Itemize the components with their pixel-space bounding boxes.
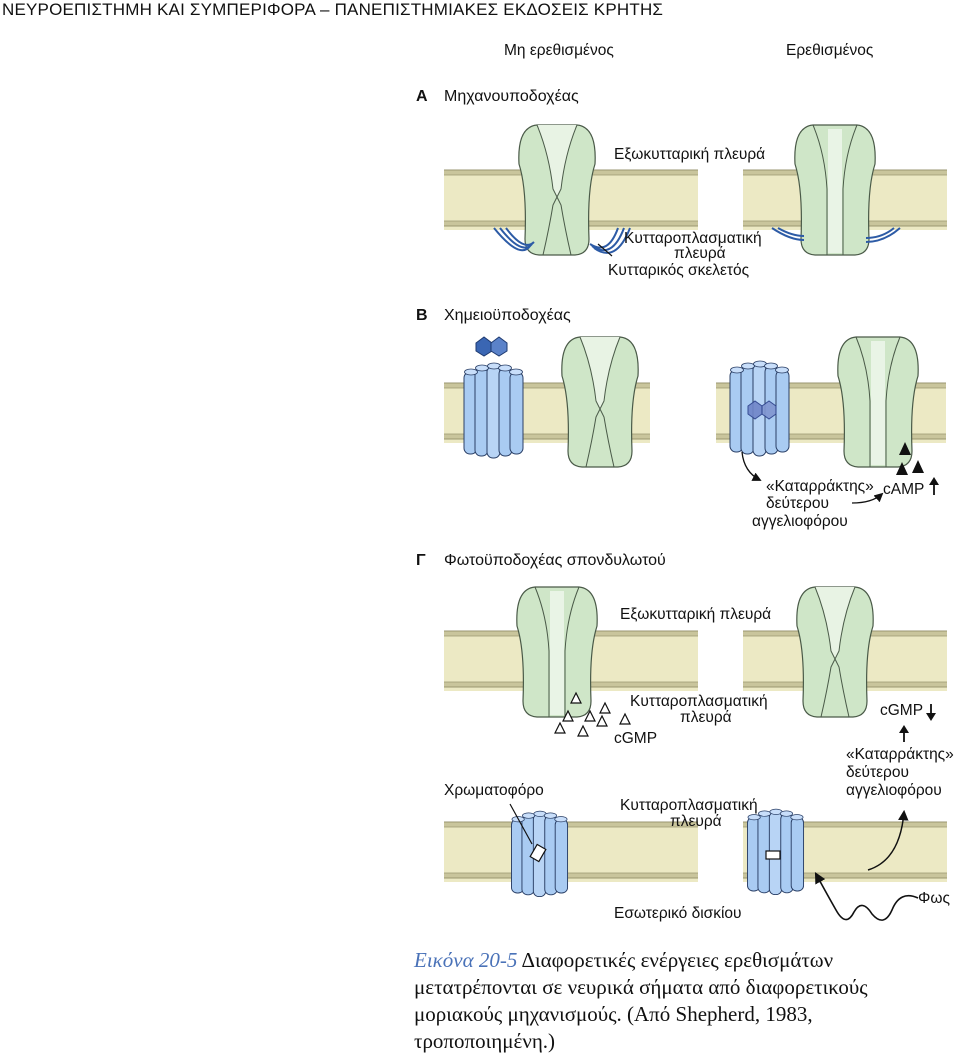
label-cytoplasmic-a-2: πλευρά [674, 245, 726, 262]
channel-closed-a [518, 124, 596, 256]
chromophore-straight [765, 850, 781, 860]
arrow-b-to-camp [851, 492, 884, 504]
label-cascade-b-1: «Καταρράκτης» [766, 478, 874, 495]
section-c-letter: Γ [416, 552, 426, 569]
label-disk-cytoplasmic-1: Κυτταροπλασματική [620, 797, 758, 814]
label-cascade-b-3: αγγελιοφόρου [752, 513, 848, 530]
odorant-molecule [475, 336, 508, 357]
cytoskeleton-fibers-a [493, 227, 901, 254]
cascade-up-arrow-c [899, 725, 909, 742]
chemoreceptor-left [463, 362, 524, 459]
label-chromophore: Χρωματοφόρο [444, 782, 544, 799]
label-cytoplasmic-c-1: Κυτταροπλασματική [630, 693, 768, 710]
channel-closed-b [561, 336, 639, 468]
bound-odorant [747, 400, 777, 420]
camp-up-arrow [929, 477, 939, 495]
figure-caption: Εικόνα 20-5 Διαφορετικές ενέργειες ερεθι… [414, 947, 934, 1055]
label-cgmp-right: cGMP [880, 702, 924, 719]
label-cascade-c-2: δεύτερου [846, 764, 909, 781]
cgmp-triangles [554, 691, 631, 737]
label-light: Φως [918, 890, 950, 907]
label-cytoplasmic-c-2: πλευρά [680, 709, 732, 726]
section-a-letter: Α [416, 88, 428, 105]
label-cascade-b-2: δεύτερου [766, 495, 829, 512]
cgmp-down-arrow [926, 704, 936, 721]
label-disk-cytoplasmic-2: πλευρά [670, 813, 722, 830]
label-extracellular-a: Εξωκυτταρική πλευρά [614, 146, 766, 163]
label-cytoskeleton: Κυτταρικός σκελετός [608, 262, 750, 279]
label-cascade-c-3: αγγελιοφόρου [846, 782, 942, 799]
figure-number: Εικόνα 20-5 [414, 948, 518, 972]
label-cgmp: cGMP [614, 730, 658, 747]
label-disk-interior: Εσωτερικό δισκίου [614, 905, 742, 922]
section-a-title: Μηχανουποδοχέας [444, 88, 579, 105]
section-c-title: Φωτοϋποδοχέας σπονδυλωτού [444, 552, 666, 569]
leader-cytoskeleton [597, 243, 613, 257]
arrow-light-to-cascade [867, 809, 909, 871]
label-camp: cAMP [883, 481, 925, 498]
channel-closed-c [796, 586, 874, 718]
chromophore-bent [529, 843, 547, 863]
label-cytoplasmic-a-1: Κυτταροπλασματική [624, 230, 762, 247]
column-stimulated: Ερεθισμένος [786, 42, 874, 59]
channel-open-c [516, 586, 598, 718]
label-cascade-c-1: «Καταρράκτης» [846, 746, 954, 763]
channel-open-a [794, 124, 876, 256]
label-extracellular-c: Εξωκυτταρική πλευρά [620, 606, 772, 623]
column-unstimulated: Μη ερεθισμένος [504, 42, 614, 59]
camp-triangles [896, 442, 924, 475]
arrow-b-cascade-start [741, 451, 762, 481]
page-header: ΝΕΥΡΟΕΠΙΣΤΗΜΗ ΚΑΙ ΣΥΜΠΕΡΙΦΟΡΑ – ΠΑΝΕΠΙΣΤ… [2, 0, 664, 19]
section-b-title: Χημειοϋποδοχέας [444, 307, 571, 324]
section-b-letter: Β [416, 307, 428, 324]
membrane-disk-left [443, 821, 699, 883]
leader-chromophore [509, 803, 533, 845]
light-wave-arrow [814, 872, 919, 921]
